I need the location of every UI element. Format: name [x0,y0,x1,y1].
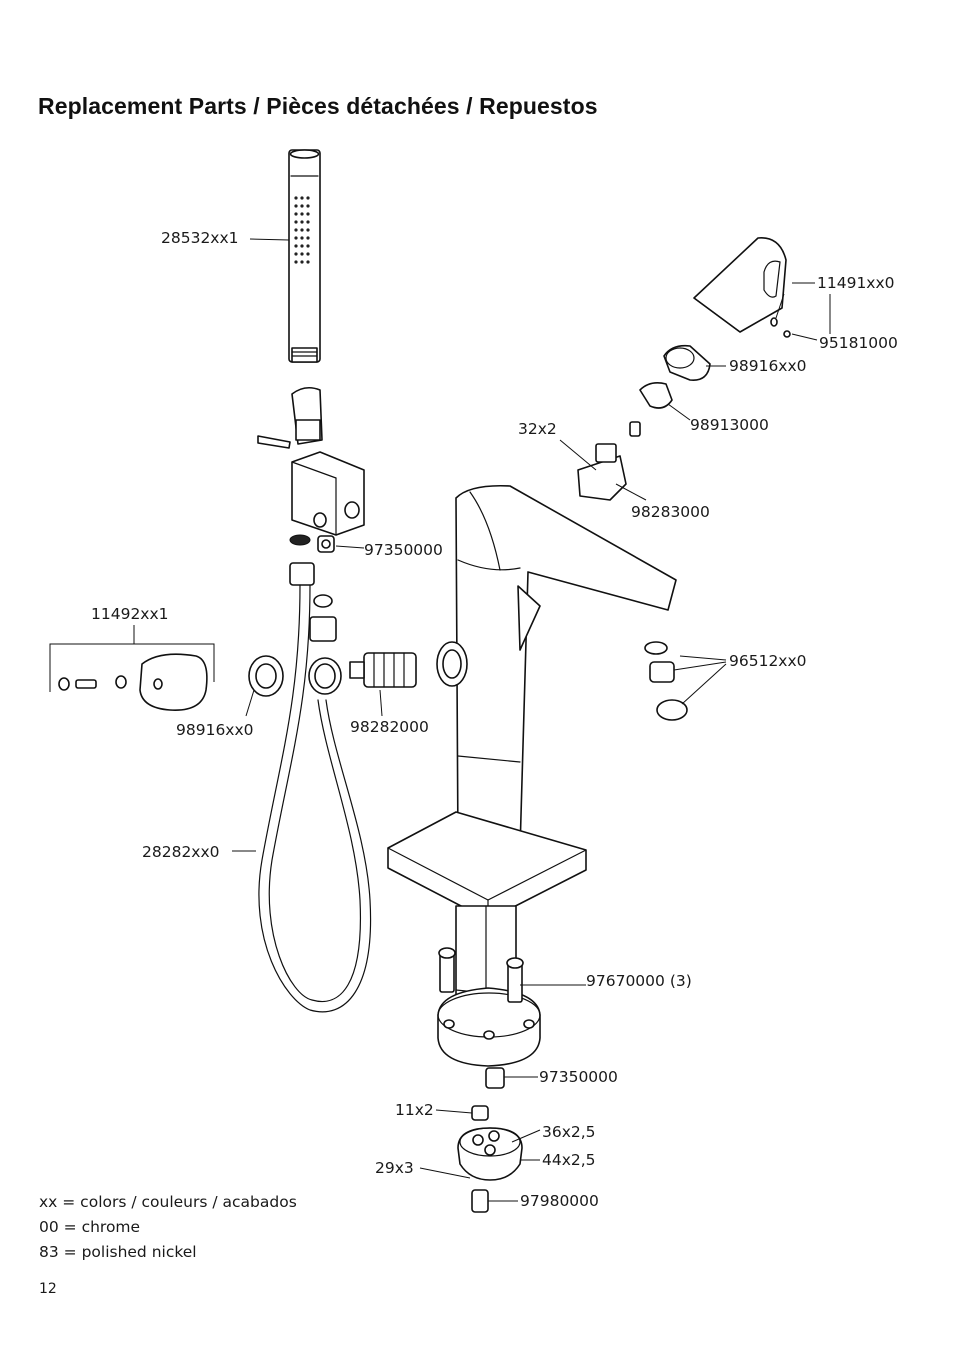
part-label-cover-right: 98916xx0 [729,357,807,375]
base-drawing [437,947,541,1067]
part-label-bottom-valve: 97980000 [520,1192,599,1210]
bottom-valves-drawing [457,1067,523,1213]
page-title: Replacement Parts / Pièces détachées / R… [38,93,598,119]
part-label-hose: 28282xx0 [142,843,220,861]
part-label-cartridge-size: 32x2 [518,420,557,438]
part-label-cover-left: 98916xx0 [176,721,254,739]
page-number: 12 [39,1281,57,1297]
diverter-drawing [349,652,417,688]
part-label-oring-29: 29x3 [375,1159,414,1177]
part-label-check-valve-bottom: 97350000 [539,1068,618,1086]
part-label-handle-left: 11492xx1 [91,605,169,623]
part-label-oring-44: 44x2,5 [542,1151,596,1169]
part-label-screw-small: 95181000 [819,334,898,352]
hose-drawing [258,562,372,1013]
legend-line-xx: xx = colors / couleurs / acabados [39,1193,297,1211]
leader-lines [232,238,831,1202]
part-label-oring-36: 36x2,5 [542,1123,596,1141]
part-label-aerator: 96512xx0 [729,652,807,670]
left-handle-drawing [49,625,284,711]
holder-drawing [257,386,365,536]
faucet-body-drawing [387,484,677,1027]
part-label-cartridge: 98283000 [631,503,710,521]
aerator-drawing [644,641,688,721]
part-label-check-valve-top: 97350000 [364,541,443,559]
handshower-drawing [288,149,321,363]
part-label-handle-right: 11491xx0 [817,274,895,292]
right-handle-drawing [577,237,791,501]
legend-line-00: 00 = chrome [39,1218,141,1236]
part-label-oring-11: 11x2 [395,1101,434,1119]
part-label-nut: 98913000 [690,416,769,434]
part-label-bolts: 97670000 (3) [586,972,692,990]
color-legend: xx = colors / couleurs / acabados 00 = c… [39,1190,297,1265]
legend-line-83: 83 = polished nickel [39,1243,197,1261]
part-label-diverter: 98282000 [350,718,429,736]
part-label-handshower: 28532xx1 [161,229,239,247]
